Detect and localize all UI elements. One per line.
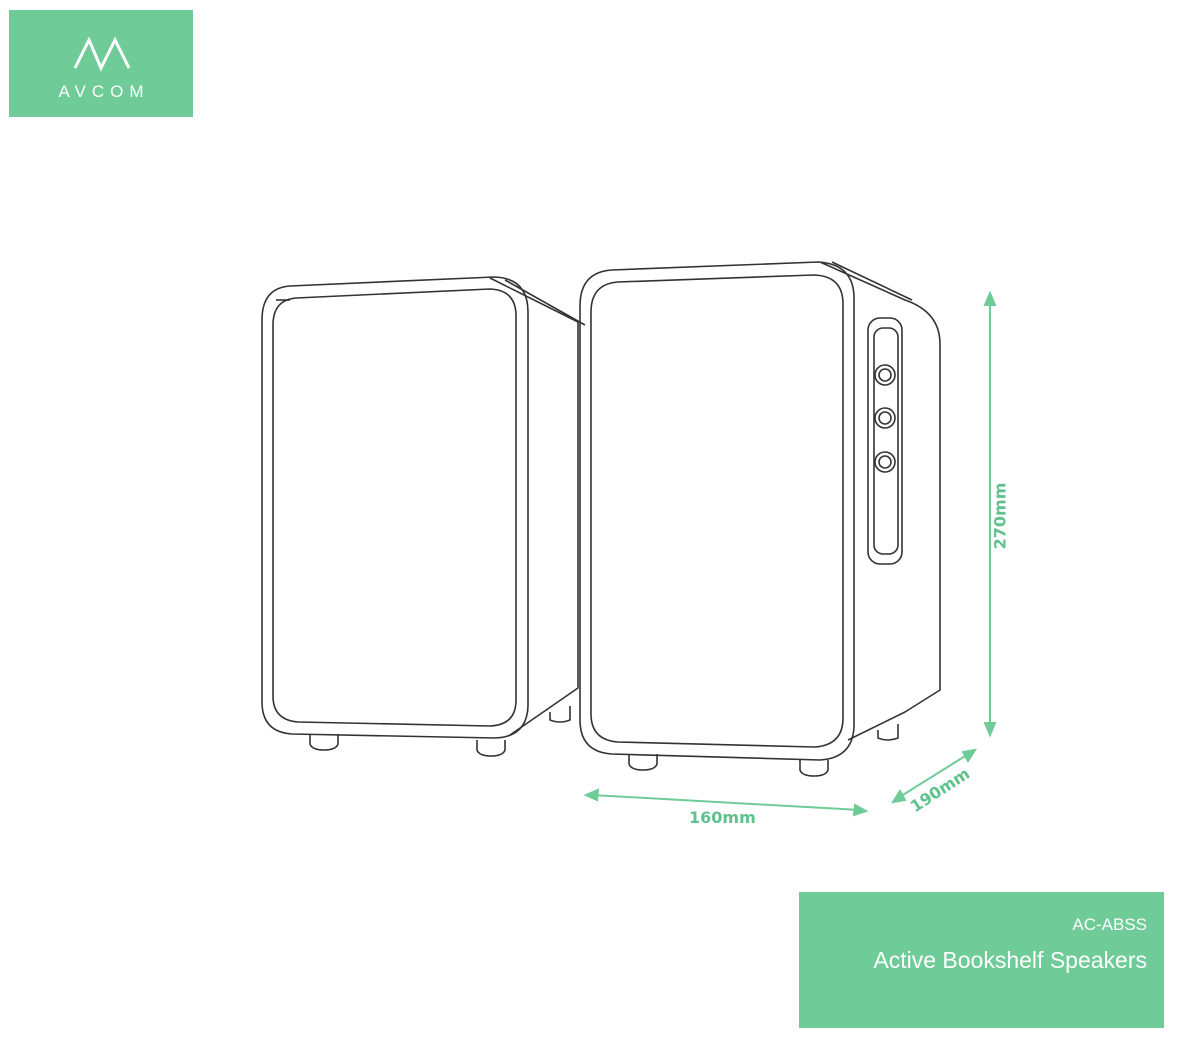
foot <box>628 754 658 771</box>
brand-logo: AVCOM <box>9 10 193 117</box>
right-speaker <box>579 261 941 777</box>
left-speaker <box>261 276 586 757</box>
control-knobs <box>874 364 896 473</box>
foot <box>476 740 506 757</box>
product-name: Active Bookshelf Speakers <box>873 947 1147 973</box>
foot <box>309 734 339 751</box>
width-label: 160mm <box>689 808 756 827</box>
foot <box>799 760 829 777</box>
height-label: 270mm <box>990 482 1010 550</box>
product-title-box: AC-ABSS Active Bookshelf Speakers <box>799 892 1164 1028</box>
av-monogram-icon <box>73 36 131 72</box>
depth-dimension-line <box>897 752 971 799</box>
width-dimension-line <box>591 794 861 811</box>
model-number: AC-ABSS <box>1072 915 1147 934</box>
logo-wordmark: AVCOM <box>58 82 150 101</box>
